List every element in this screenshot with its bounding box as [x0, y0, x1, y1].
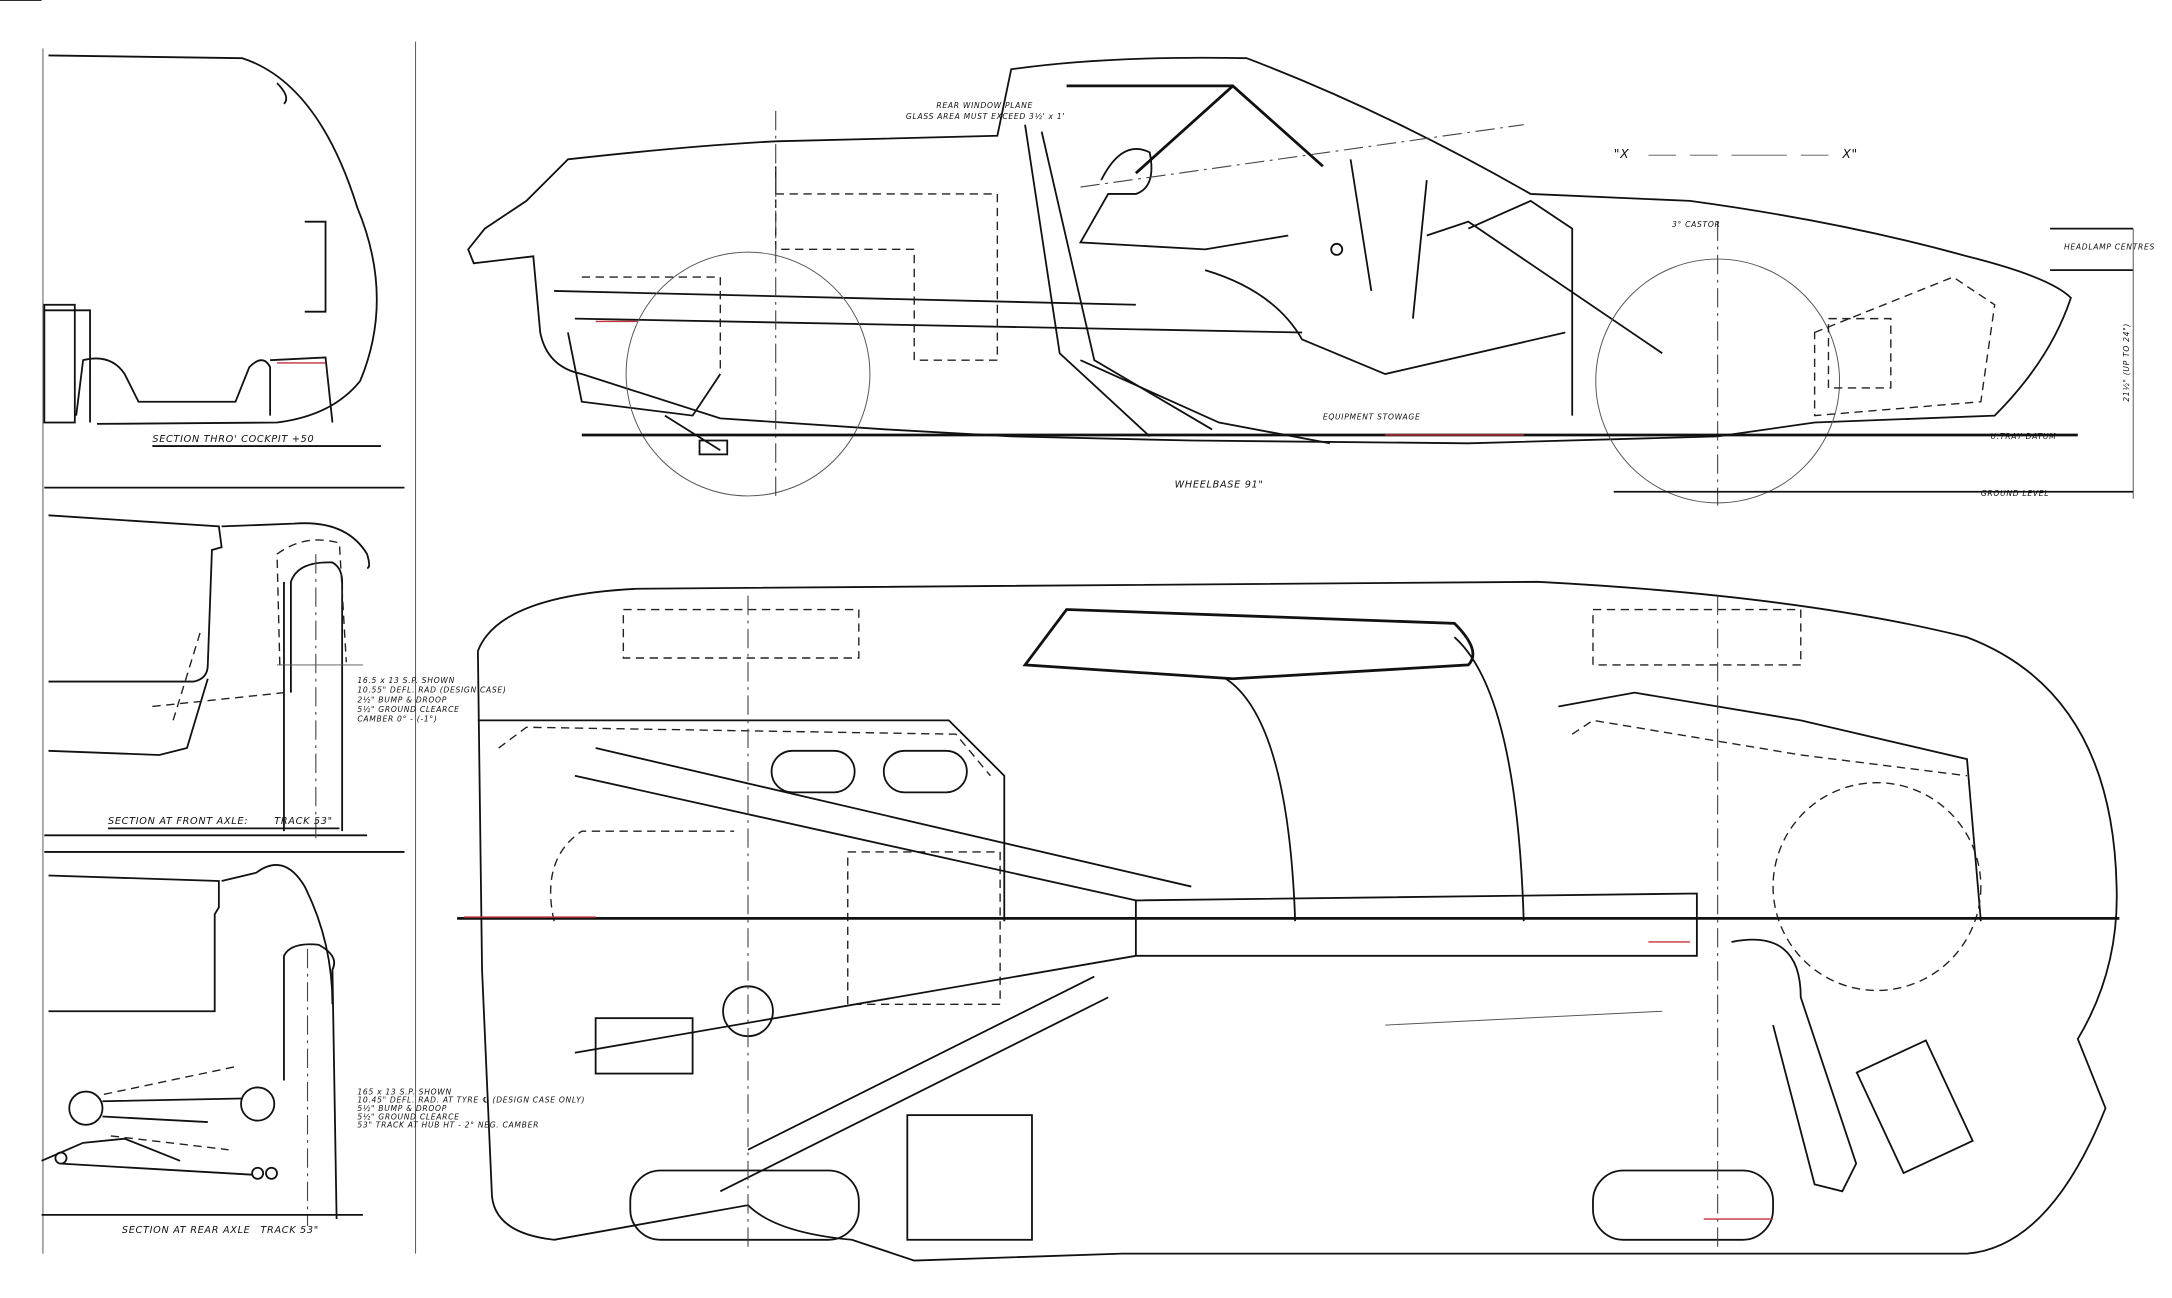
equipment-stowage-label: EQUIPMENT STOWAGE	[1323, 413, 1421, 422]
rear-hub-circle	[240, 1086, 276, 1122]
rear-pivot-left	[68, 1090, 104, 1126]
title-mark-right: X"	[1841, 146, 1858, 161]
rear-note-1: 165 x 13 S.P. SHOWN	[357, 1087, 452, 1096]
headlamp-centres-label: HEADLAMP CENTRES	[2064, 242, 2155, 251]
rear-note-2: 10.45" DEFL. RAD. AT TYRE ℄ (DESIGN CASE…	[357, 1096, 585, 1105]
cockpit-section-title: SECTION THRO' COCKPIT +50	[152, 434, 314, 445]
front-note-3: 2½" BUMP & DROOP	[357, 695, 447, 704]
front-axle-section-drawing: 16.5 x 13 S.P. SHOWN 10.55" DEFL. RAD (D…	[0, 0, 506, 839]
plan-view-drawing	[457, 580, 2120, 1262]
front-axle-track: TRACK 53"	[274, 816, 333, 827]
rear-wheel-outline	[625, 251, 871, 497]
wheelbase-label: WHEELBASE 91"	[1175, 480, 1264, 491]
rear-note-5: 53" TRACK AT HUB HT - 2° NEG. CAMBER	[357, 1121, 539, 1130]
ground-level-label: GROUND LEVEL	[1981, 489, 2049, 498]
rear-axle-track: TRACK 53"	[260, 1225, 319, 1236]
rear-axle-section-drawing: 165 x 13 S.P. SHOWN 10.45" DEFL. RAD. AT…	[41, 864, 585, 1236]
side-elevation-drawing: REAR WINDOW PLANE GLASS AREA MUST EXCEED…	[467, 56, 2155, 506]
front-note-5: CAMBER 0° - (-1°)	[357, 715, 437, 724]
title-mark-left: "X	[1614, 146, 1630, 161]
front-note-1: 16.5 x 13 S.P. SHOWN	[357, 676, 455, 685]
rear-window-plane-label: REAR WINDOW PLANE	[936, 101, 1033, 110]
rear-axle-section-title: SECTION AT REAR AXLE	[122, 1225, 251, 1236]
castor-label: 3° CASTOR	[1672, 220, 1721, 229]
cockpit-section-drawing: SECTION THRO' COCKPIT +50	[43, 54, 381, 447]
rear-note-4: 5½" GROUND CLEARCE	[357, 1112, 459, 1121]
u-tray-datum-label: U.TRAY DATUM	[1991, 432, 2057, 441]
headlamp-height-label: 21½" (UP TO 24")	[2122, 323, 2131, 402]
front-note-4: 5½" GROUND CLEARCE	[357, 705, 459, 714]
spare-wheel-right	[1592, 1169, 1774, 1241]
spare-wheel-left	[629, 1169, 860, 1241]
front-axle-section-title: SECTION AT FRONT AXLE:	[108, 816, 248, 827]
glass-area-label: GLASS AREA MUST EXCEED 3½' x 1'	[906, 112, 1065, 121]
front-note-2: 10.55" DEFL. RAD (DESIGN CASE)	[357, 686, 506, 695]
rear-note-3: 5½" BUMP & DROOP	[357, 1104, 447, 1113]
section-panels-frame	[42, 41, 417, 1254]
